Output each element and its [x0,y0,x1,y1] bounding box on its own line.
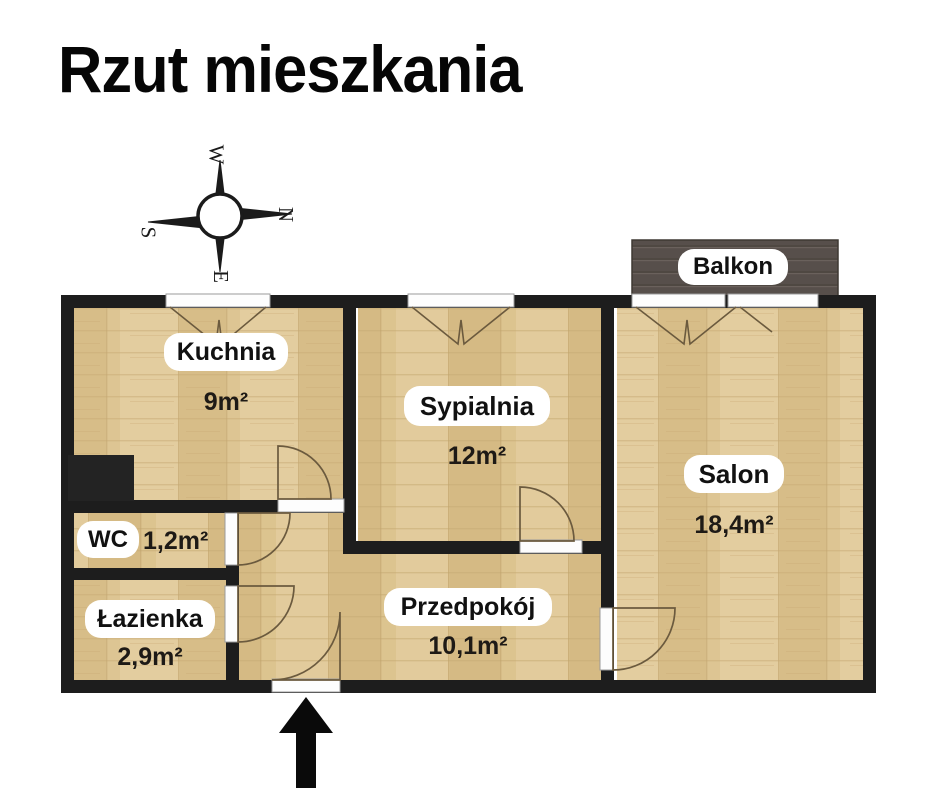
windows [165,293,819,308]
room-label-wc: WC [77,521,139,558]
room-area-przedpokoj: 10,1m² [428,632,508,660]
room-label-sypialnia: Sypialnia [404,386,550,426]
compass-star-icon [147,159,293,273]
room-label-przedpokoj: Przedpokój [384,588,552,626]
room-label-lazienka: Łazienka [85,600,215,638]
room-label-kuchnia: Kuchnia [164,333,288,371]
page-title: Rzut mieszkania [58,32,523,106]
room-area-lazienka: 2,9m² [117,643,183,671]
room-area-salon: 18,4m² [694,511,774,539]
compass-rose: W N E S [134,142,310,290]
room-area-sypialnia: 12m² [447,442,507,470]
kitchen-counter-block [68,455,134,501]
room-label-balkon: Balkon [678,249,788,285]
window-sash-lines [169,306,773,346]
doors [224,445,676,693]
room-area-kuchnia: 9m² [203,388,249,416]
entrance-arrow [279,697,333,788]
room-area-wc: 1,2m² [143,527,209,555]
room-label-salon: Salon [684,455,784,493]
